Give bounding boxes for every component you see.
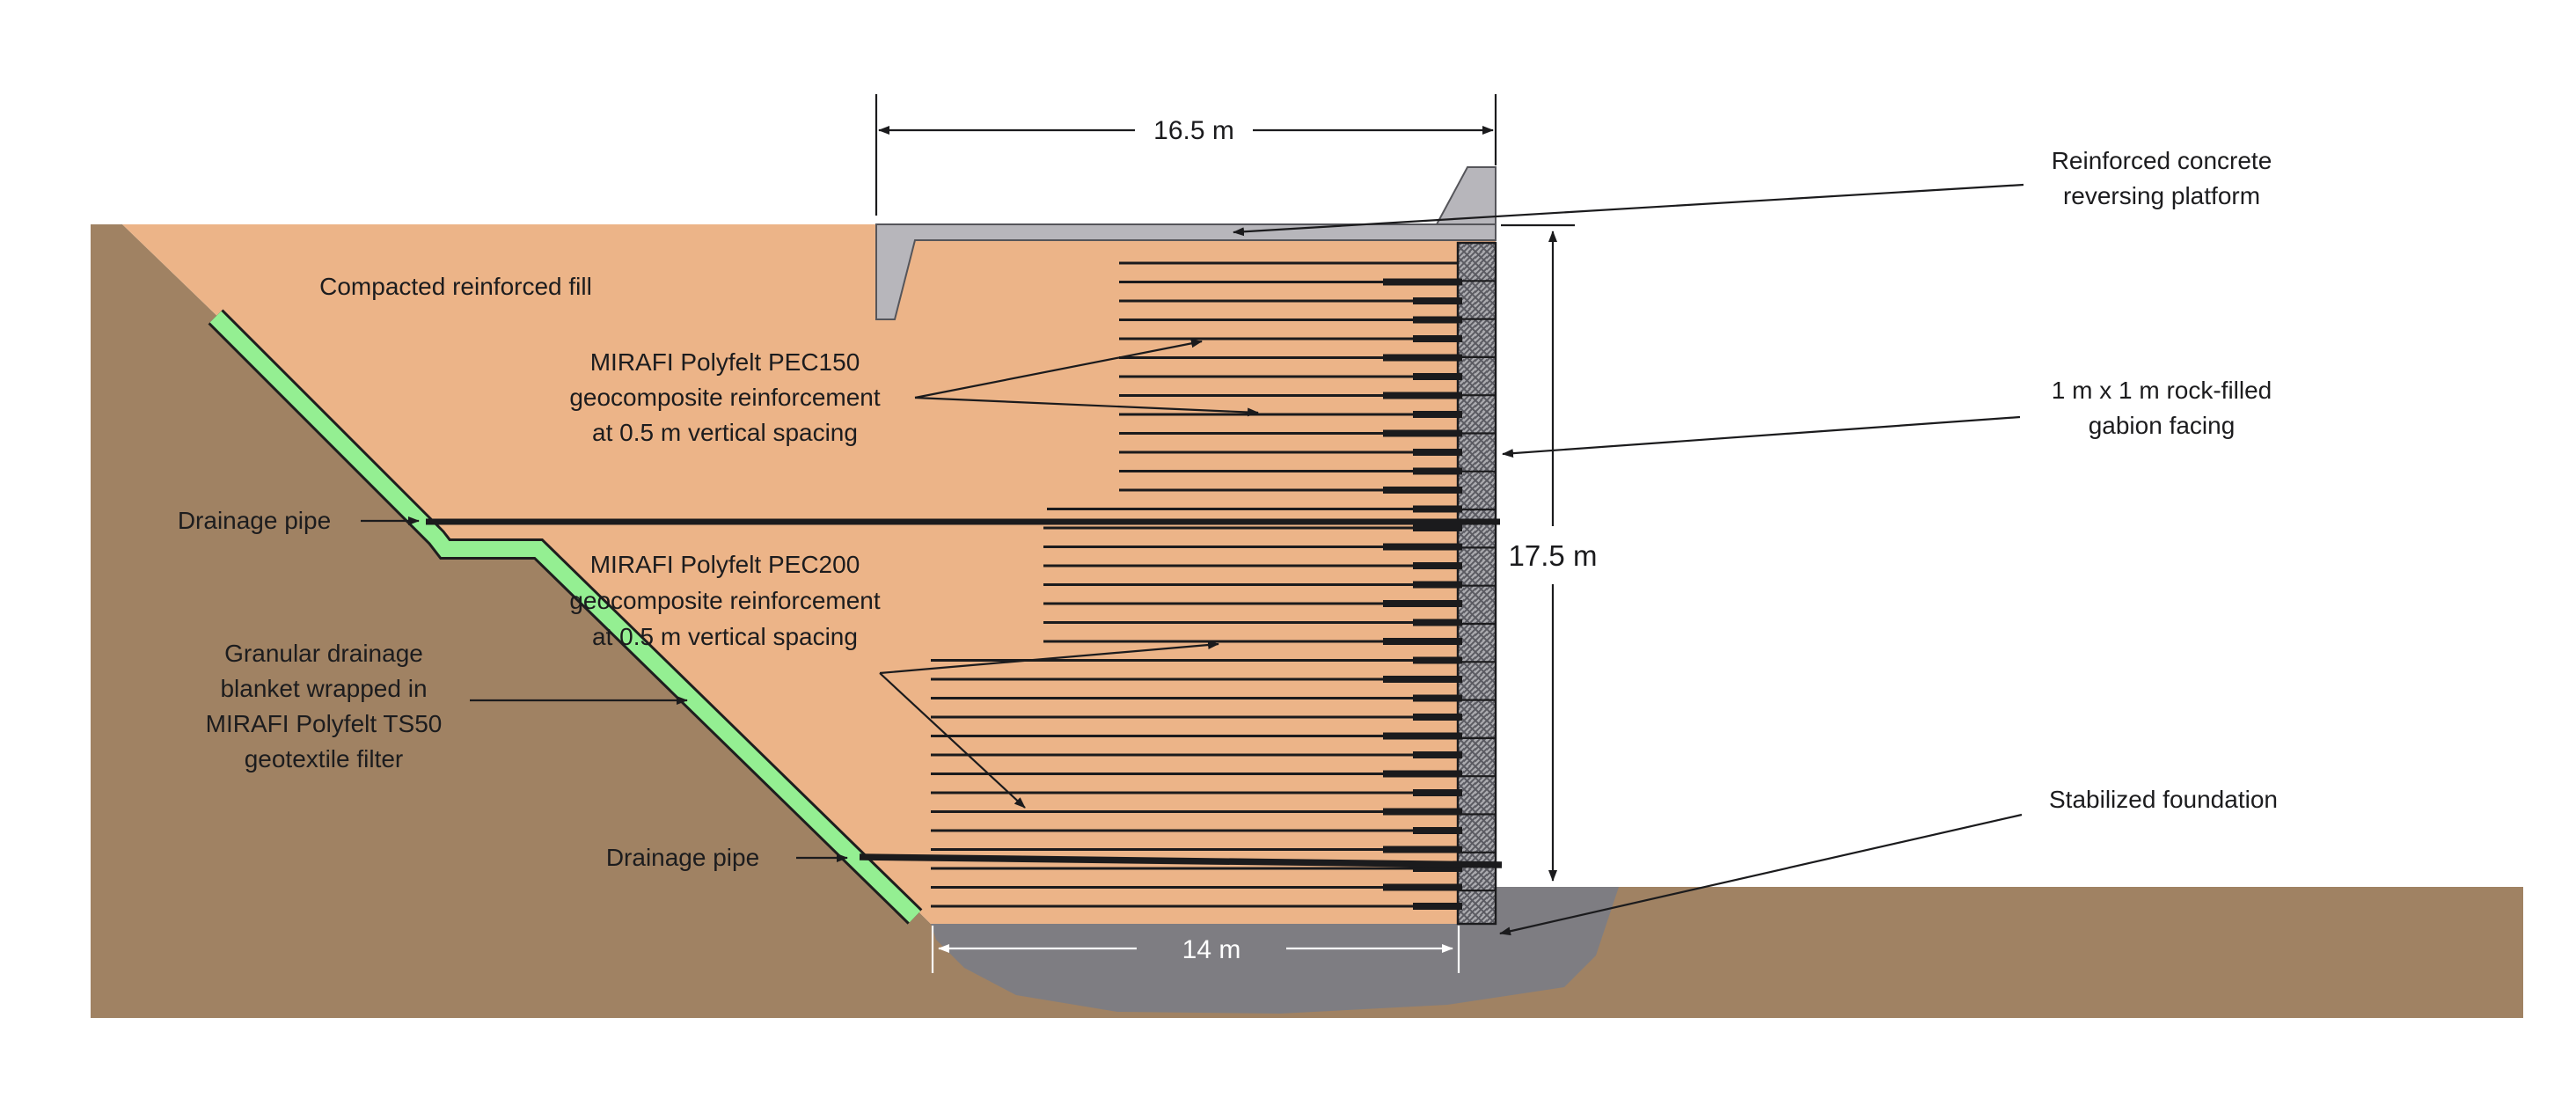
stabilized-foundation-area	[931, 887, 1619, 1014]
pec200-label: geocomposite reinforcement	[569, 587, 881, 614]
pec200-label: at 0.5 m vertical spacing	[592, 623, 858, 650]
pec150-leader-lower	[914, 396, 1259, 417]
dimension-text-d175: 17.5 m	[1509, 539, 1598, 572]
gabion-label: gabion facing	[2089, 412, 2236, 439]
gabion-facing	[1456, 241, 1497, 926]
natural-ground	[91, 224, 2523, 1018]
granular-blanket-label: Granular drainage	[224, 640, 423, 667]
reinforcement-layers	[931, 261, 1462, 910]
platform-curb	[1435, 166, 1497, 225]
drainage-pipes	[426, 518, 1503, 868]
pec150-leader-upper	[914, 339, 1203, 399]
pec150-label: at 0.5 m vertical spacing	[592, 419, 858, 446]
pec200-leader-lower	[879, 672, 1026, 809]
pec200-leader-upper	[879, 641, 1219, 675]
compacted-fill-label: Compacted reinforced fill	[319, 273, 592, 300]
platform-label: reversing platform	[2063, 182, 2260, 209]
gabion-column	[1456, 241, 1497, 926]
drainage-blanket	[209, 311, 921, 923]
granular-blanket-label: MIRAFI Polyfelt TS50	[206, 710, 443, 737]
gabion-leader	[1502, 415, 2021, 458]
lower-drainage-pipe	[859, 853, 1503, 868]
dimension-text-d165: 16.5 m	[1153, 116, 1234, 145]
pec200-label: MIRAFI Polyfelt PEC200	[590, 551, 860, 578]
compacted-fill-area	[122, 224, 1496, 924]
dimension-text-d14: 14 m	[1182, 935, 1241, 964]
drainage-pipe-upper-label: Drainage pipe	[178, 507, 331, 534]
stabilized-label: Stabilized foundation	[2049, 786, 2278, 813]
pec150-label: geocomposite reinforcement	[569, 384, 881, 411]
drainage-pipe-lower-label: Drainage pipe	[606, 844, 759, 871]
granular-blanket-label: geotextile filter	[245, 745, 404, 773]
gabion-label: 1 m x 1 m rock-filled	[2052, 377, 2272, 404]
granular-blanket-label: blanket wrapped in	[220, 675, 427, 702]
dimensions: 16.5 m 17.5 m 14 m	[875, 94, 1598, 973]
stabilized-leader	[1499, 813, 2023, 936]
platform-leader	[1233, 183, 2024, 237]
pec150-label: MIRAFI Polyfelt PEC150	[590, 348, 860, 376]
leader-arrows	[361, 183, 2024, 936]
platform-label: Reinforced concrete	[2052, 147, 2272, 174]
